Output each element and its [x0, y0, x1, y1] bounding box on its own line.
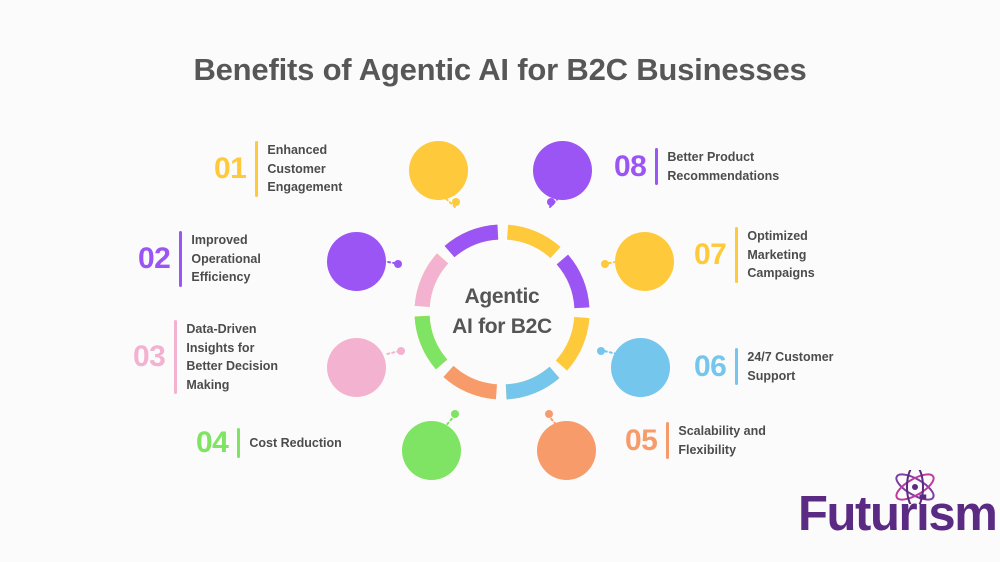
- benefit-number-08: 08: [614, 149, 647, 183]
- connector-dot-07: [601, 260, 609, 268]
- benefit-text-08-line-2: Recommendations: [667, 168, 780, 183]
- donut-segment-08[interactable]: [396, 206, 608, 418]
- benefit-item-06[interactable]: 06 24/7 Customer Support: [694, 348, 834, 385]
- benefit-item-07[interactable]: 07 Optimized Marketing Campaigns: [694, 227, 815, 283]
- bubble-03-data-driven-insights[interactable]: [327, 338, 386, 397]
- bubble-07-optimized-marketing-campaigns[interactable]: [615, 232, 674, 291]
- connector-dot-06: [597, 347, 605, 355]
- donut-center-label: Agentic AI for B2C: [396, 206, 608, 418]
- bubble-01-enhanced-customer-engagement[interactable]: [409, 141, 468, 200]
- benefit-item-04[interactable]: 04 Cost Reduction: [196, 428, 342, 458]
- benefit-divider-01: [255, 141, 259, 197]
- benefit-text-08: Better Product Recommendations: [667, 148, 779, 185]
- benefit-text-03-line-3: Better Decision: [186, 359, 279, 373]
- bubble-04-cost-reduction[interactable]: [402, 421, 461, 480]
- donut-svg: [396, 206, 608, 418]
- benefit-item-08[interactable]: 08 Better Product Recommendations: [614, 148, 779, 185]
- benefit-number-03: 03: [133, 340, 166, 373]
- benefit-text-07-line-2: Marketing: [747, 247, 807, 262]
- connector-dot-01: [452, 198, 460, 206]
- benefit-number-07: 07: [694, 237, 727, 271]
- page-title: Benefits of Agentic AI for B2C Businesse…: [193, 52, 807, 87]
- benefit-divider-04: [237, 428, 241, 458]
- benefit-text-06-line-1: 24/7 Customer: [747, 350, 834, 364]
- benefit-text-01-line-2: Customer: [267, 161, 326, 176]
- benefit-divider-08: [655, 148, 659, 185]
- benefit-text-03-line-2: Insights for: [186, 340, 255, 355]
- connector-dot-02: [394, 260, 402, 268]
- futurism-logo[interactable]: Futurism: [798, 470, 998, 542]
- benefit-text-02-line-3: Efficiency: [191, 270, 251, 284]
- benefit-text-05: Scalability and Flexibility: [678, 422, 766, 459]
- benefit-text-05-line-1: Scalability and: [678, 424, 766, 438]
- benefit-number-06: 06: [694, 349, 727, 383]
- benefit-text-02: Improved Operational Efficiency: [191, 231, 260, 287]
- donut-segment-04[interactable]: [396, 206, 608, 418]
- benefit-text-07: Optimized Marketing Campaigns: [747, 227, 814, 283]
- center-line-1: Agentic: [464, 284, 540, 308]
- benefit-text-05-line-2: Flexibility: [678, 442, 737, 457]
- connector-dot-08: [547, 198, 555, 206]
- benefit-item-02[interactable]: 02 Improved Operational Efficiency: [138, 231, 261, 287]
- connector-dot-04: [451, 410, 459, 418]
- benefit-text-02-line-1: Improved: [191, 233, 248, 247]
- benefit-text-01: Enhanced Customer Engagement: [267, 141, 342, 197]
- center-line-2: AI for B2C: [452, 315, 552, 338]
- benefit-divider-03: [174, 320, 178, 394]
- benefit-number-05: 05: [625, 423, 658, 457]
- benefit-text-07-line-3: Campaigns: [747, 266, 815, 280]
- benefit-number-02: 02: [138, 241, 171, 275]
- donut-chart: Agentic AI for B2C: [396, 206, 608, 418]
- bubble-08-better-product-recommendations[interactable]: [533, 141, 592, 200]
- donut-segment-02[interactable]: [396, 206, 608, 418]
- benefit-divider-05: [666, 422, 670, 459]
- benefit-text-01-line-1: Enhanced: [267, 143, 328, 157]
- benefit-text-01-line-3: Engagement: [267, 180, 343, 194]
- benefit-item-01[interactable]: 01 Enhanced Customer Engagement: [214, 141, 342, 197]
- benefit-text-06-line-2: Support: [747, 368, 796, 383]
- benefit-text-03: Data-Driven Insights for Better Decision…: [186, 320, 278, 394]
- benefit-item-03[interactable]: 03 Data-Driven Insights for Better Decis…: [133, 320, 278, 394]
- benefit-text-04: Cost Reduction: [249, 434, 341, 453]
- benefit-text-06: 24/7 Customer Support: [747, 348, 833, 385]
- bubble-02-improved-operational-efficiency[interactable]: [327, 232, 386, 291]
- benefit-divider-06: [735, 348, 739, 385]
- benefit-number-01: 01: [214, 151, 247, 185]
- benefit-item-05[interactable]: 05 Scalability and Flexibility: [625, 422, 766, 459]
- bubble-05-scalability-and-flexibility[interactable]: [537, 421, 596, 480]
- benefit-number-04: 04: [196, 426, 229, 459]
- logo-wordmark: Futurism: [798, 487, 998, 541]
- connector-dot-03: [397, 347, 405, 355]
- benefit-text-03-line-1: Data-Driven: [186, 322, 257, 336]
- connector-dot-05: [545, 410, 553, 418]
- benefit-divider-07: [735, 227, 739, 283]
- benefit-text-04-line-1: Cost Reduction: [249, 435, 342, 450]
- benefit-text-08-line-1: Better Product: [667, 150, 755, 164]
- atom-icon: [895, 470, 935, 504]
- bubble-06-24-7-customer-support[interactable]: [611, 338, 670, 397]
- benefit-divider-02: [179, 231, 183, 287]
- atom-nucleus: [912, 484, 918, 490]
- benefit-text-07-line-1: Optimized: [747, 229, 808, 243]
- benefit-text-02-line-2: Operational: [191, 251, 261, 266]
- benefit-text-03-line-4: Making: [186, 377, 230, 392]
